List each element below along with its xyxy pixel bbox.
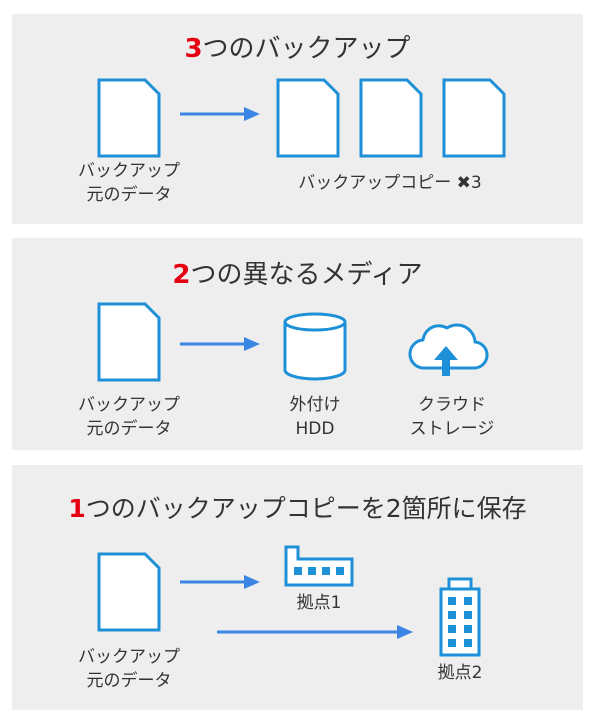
section-number: 2 — [172, 260, 191, 290]
two-media-panel: 2つの異なるメディア バックアップ 元のデータ 外付け HDD クラウド ストレ… — [12, 238, 583, 450]
source-document-icon — [97, 302, 161, 382]
backup-copy-2-icon — [359, 78, 423, 158]
external-hdd-label: 外付け HDD — [265, 393, 365, 441]
two-locations-panel: 1つのバックアップコピーを2箇所に保存 バックアップ 元のデータ 拠点1 拠点2 — [12, 465, 583, 710]
source-label-line2: 元のデータ — [86, 671, 172, 691]
external-hdd-icon — [283, 312, 347, 381]
site1-label: 拠点1 — [296, 593, 342, 613]
backup-copy-1-icon — [276, 78, 340, 158]
source-document-icon — [97, 552, 161, 632]
source-label-line2: 元のデータ — [86, 185, 172, 205]
office-building-icon — [439, 577, 481, 657]
arrow-icon — [178, 335, 262, 353]
factory-icon — [284, 545, 354, 587]
source-data-label: バックアップ 元のデータ — [69, 159, 189, 207]
source-document-icon — [97, 78, 161, 158]
backup-copy-3-icon — [442, 78, 506, 158]
section-number: 1 — [68, 494, 86, 523]
section-number: 3 — [184, 34, 203, 64]
source-data-label: バックアップ 元のデータ — [69, 393, 189, 441]
backup-copies-label: バックアップコピー ✖3 — [298, 173, 482, 193]
cloud-label-line2: ストレージ — [409, 419, 495, 439]
site2-label: 拠点2 — [437, 663, 483, 683]
section-title: 3つのバックアップ — [12, 28, 583, 65]
section-title: 2つの異なるメディア — [12, 254, 583, 291]
arrow-icon — [178, 105, 262, 123]
source-data-label: バックアップ 元のデータ — [69, 645, 189, 693]
section-title-text: つのバックアップ — [202, 34, 411, 64]
arrow-to-site1-icon — [178, 573, 262, 591]
cloud-storage-label: クラウド ストレージ — [392, 393, 512, 441]
source-label-line1: バックアップ — [78, 161, 180, 181]
hdd-label-line2: HDD — [295, 419, 335, 439]
section-title: 1つのバックアップコピーを2箇所に保存 — [12, 489, 583, 525]
three-backups-panel: 3つのバックアップ バックアップ 元のデータ バックアップコピー ✖3 — [12, 14, 583, 224]
source-label-line2: 元のデータ — [86, 419, 172, 439]
hdd-label-line1: 外付け — [289, 395, 341, 415]
section-title-text: つのバックアップコピーを2箇所に保存 — [85, 494, 527, 523]
source-label-line1: バックアップ — [78, 395, 180, 415]
cloud-label-line1: クラウド — [418, 395, 486, 415]
cloud-upload-icon — [408, 323, 489, 376]
section-title-text: つの異なるメディア — [190, 260, 423, 290]
arrow-to-site2-icon — [217, 625, 413, 639]
source-label-line1: バックアップ — [78, 647, 180, 667]
